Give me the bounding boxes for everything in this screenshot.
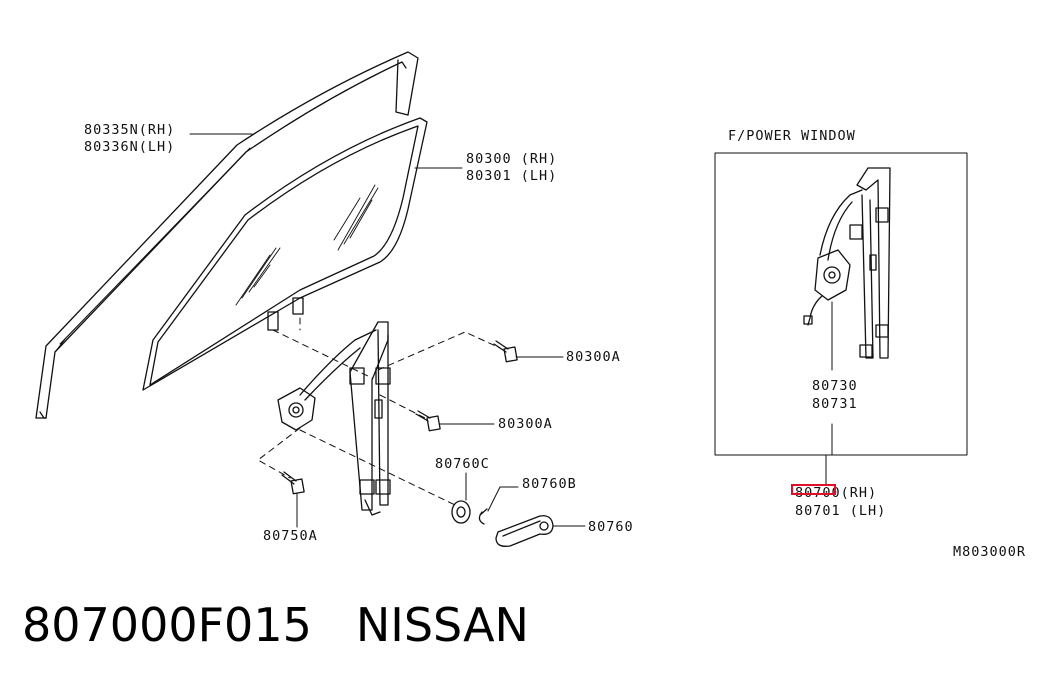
assembly-lines [257,317,501,506]
door-molding [35,51,419,419]
highlight-box-80700 [791,484,836,495]
callout-80335n-rh: 80335N(RH) [84,122,176,138]
bolt-80750a [281,471,305,495]
handle-80760 [495,515,554,547]
power-window-inset [714,152,968,485]
page-title: 807000F015 NISSAN [22,598,573,652]
inset-title: F/POWER WINDOW [728,128,856,144]
callout-80300a-lower: 80300A [498,416,553,432]
leader-lines [189,133,586,528]
brand-name: NISSAN [355,598,529,652]
callout-80730: 80730 [812,378,858,394]
callout-80760b: 80760B [522,476,577,492]
callout-80336n-lh: 80336N(LH) [84,139,176,155]
manual-regulator [277,321,391,516]
callout-80731: 80731 [812,396,858,412]
bolt-80300a-lower [415,410,441,432]
callout-80300-rh: 80300 (RH) [466,151,558,167]
callout-80301-lh: 80301 (LH) [466,168,558,184]
callout-80701-lh: 80701 (LH) [795,503,887,519]
callout-80300a-upper: 80300A [566,349,621,365]
part-number: 807000F015 [22,598,312,652]
diagram-code: M803000R [953,544,1027,560]
clip-80760b [478,508,488,525]
callout-80750a: 80750A [263,528,318,544]
bushing-80760c [451,500,471,524]
bolt-80300a-upper [493,340,518,363]
callout-80760c: 80760C [435,456,490,472]
callout-80760: 80760 [588,519,634,535]
door-glass [142,117,428,391]
